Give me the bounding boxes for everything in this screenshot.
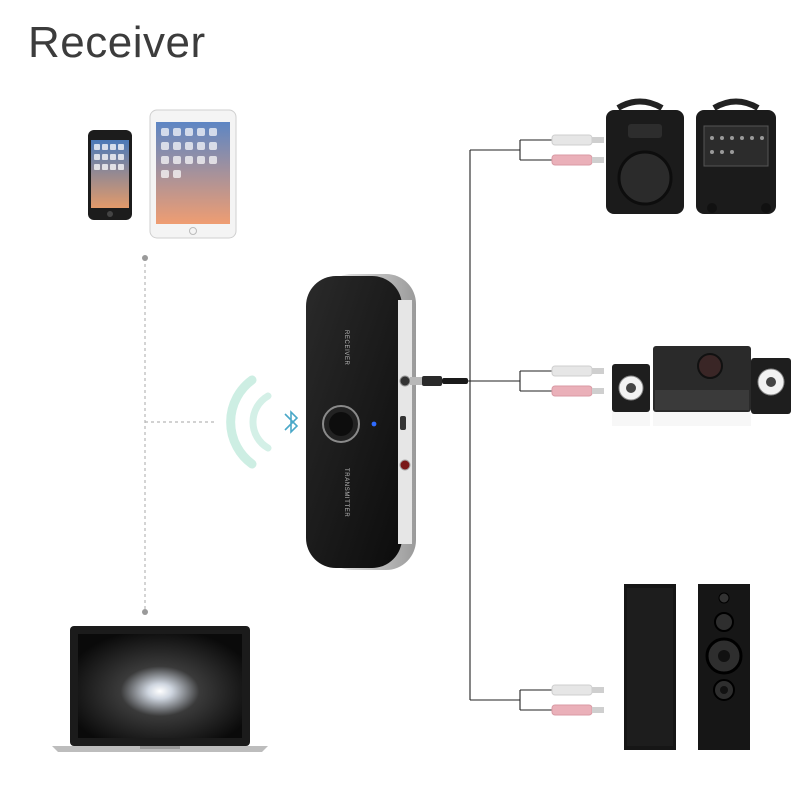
status-led [371,421,377,427]
bluetooth-waves-icon [226,375,272,469]
audio-jack-plug [410,376,468,386]
connector-dot-top [142,255,148,261]
receiver-device: RECEIVER TRANSMITTER [306,274,416,570]
rca-plugs-bottom [551,684,604,716]
page-title: Receiver [28,18,206,67]
rca-plugs-top [551,134,604,166]
laptop-image [52,626,268,752]
pa-speakers-image [606,98,776,214]
connector-dot-bottom [142,609,148,615]
audio-wires [468,139,552,711]
wireless-link-lines [144,258,215,612]
tablet-image [149,109,237,239]
transmitter-label: TRANSMITTER [343,468,349,517]
receiver-label: RECEIVER [343,330,349,366]
desktop-speakers-image [612,346,791,426]
smartphone-image [88,130,132,220]
tower-speakers-image [624,584,750,750]
rca-plugs-middle [551,365,604,397]
bluetooth-icon [284,410,299,434]
